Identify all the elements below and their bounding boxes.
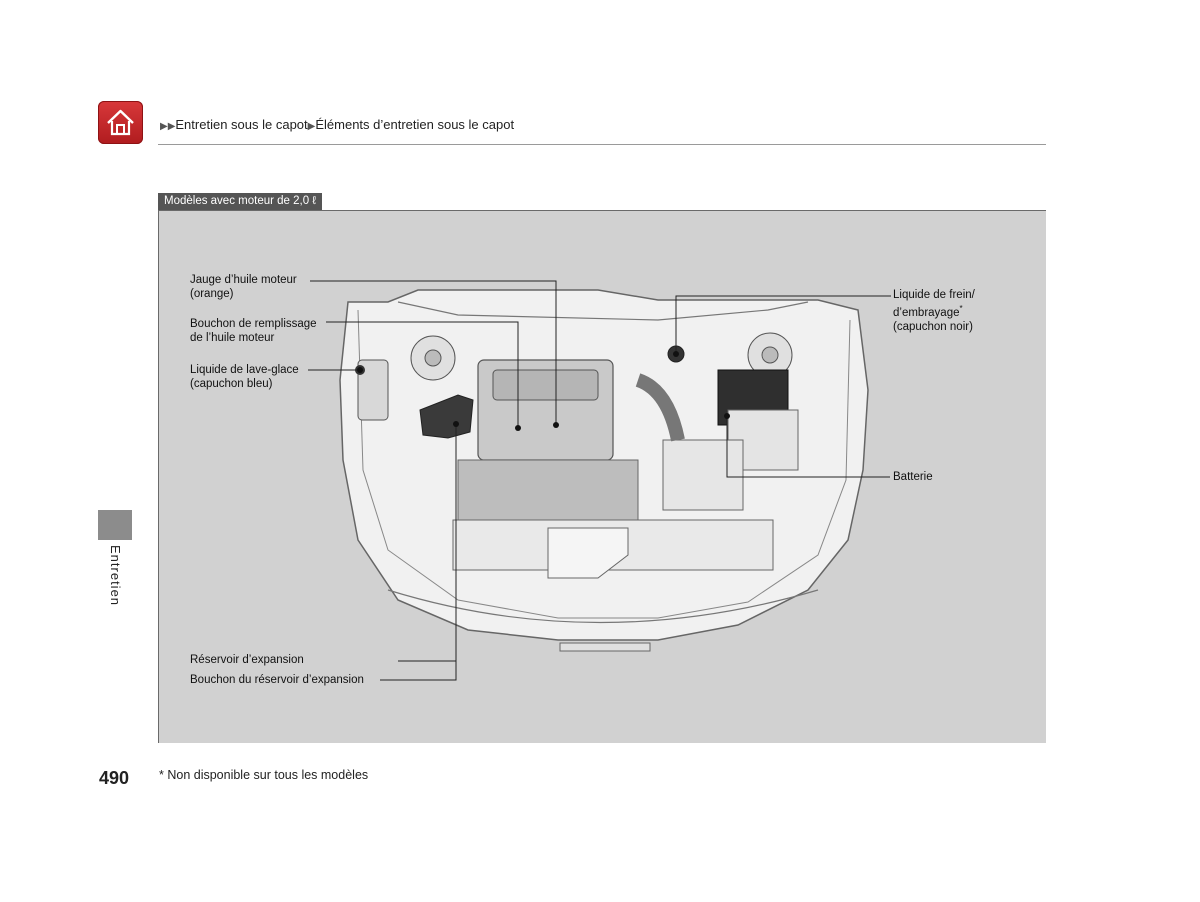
header-rule bbox=[158, 144, 1046, 145]
footnote: * Non disponible sur tous les modèles bbox=[159, 768, 369, 782]
label-washer-line1: Liquide de lave-glace bbox=[190, 364, 299, 376]
label-brake-line2: d’embrayage* bbox=[893, 302, 975, 320]
label-oil-filler-cap: Bouchon de remplissage de l’huile moteur bbox=[190, 317, 317, 345]
breadcrumb-arrow-icon: ▶▶ bbox=[160, 121, 176, 132]
engine-bay-illustration bbox=[308, 280, 891, 681]
label-battery: Batterie bbox=[893, 471, 933, 483]
home-button[interactable] bbox=[98, 101, 143, 144]
section-tab[interactable] bbox=[98, 510, 132, 540]
label-oil-filler-line2: de l’huile moteur bbox=[190, 332, 275, 344]
model-tag: Modèles avec moteur de 2,0 ℓ bbox=[158, 193, 323, 210]
page-number: 490 bbox=[99, 768, 130, 788]
label-brake-line3: (capuchon noir) bbox=[893, 320, 973, 333]
label-expansion-tank: Réservoir d’expansion bbox=[190, 654, 304, 666]
label-brake-line2-text: d’embrayage bbox=[893, 306, 960, 319]
label-expansion-tank-cap: Bouchon du réservoir d’expansion bbox=[190, 674, 364, 686]
breadcrumb-link-2[interactable]: Éléments d’entretien sous le capot bbox=[315, 117, 515, 132]
label-washer-line2: (capuchon bleu) bbox=[190, 378, 273, 390]
section-label: Entretien bbox=[108, 545, 123, 607]
home-icon bbox=[107, 109, 134, 136]
footnote-mark: * bbox=[959, 304, 963, 313]
label-oil-dipstick-line1: Jauge d’huile moteur bbox=[190, 274, 297, 286]
label-oil-dipstick-line2: (orange) bbox=[190, 288, 234, 300]
breadcrumb-link-1[interactable]: Entretien sous le capot bbox=[175, 117, 308, 132]
label-brake-fluid: Liquide de frein/ d’embrayage* (capuchon… bbox=[893, 288, 975, 334]
label-brake-line1: Liquide de frein/ bbox=[893, 289, 975, 301]
breadcrumb: ▶▶Entretien sous le capot▶Éléments d’ent… bbox=[160, 117, 514, 132]
label-oil-filler-line1: Bouchon de remplissage bbox=[190, 318, 317, 330]
label-washer-fluid: Liquide de lave-glace (capuchon bleu) bbox=[190, 363, 299, 391]
label-oil-dipstick: Jauge d’huile moteur (orange) bbox=[190, 273, 297, 301]
breadcrumb-arrow-icon: ▶ bbox=[307, 121, 316, 132]
